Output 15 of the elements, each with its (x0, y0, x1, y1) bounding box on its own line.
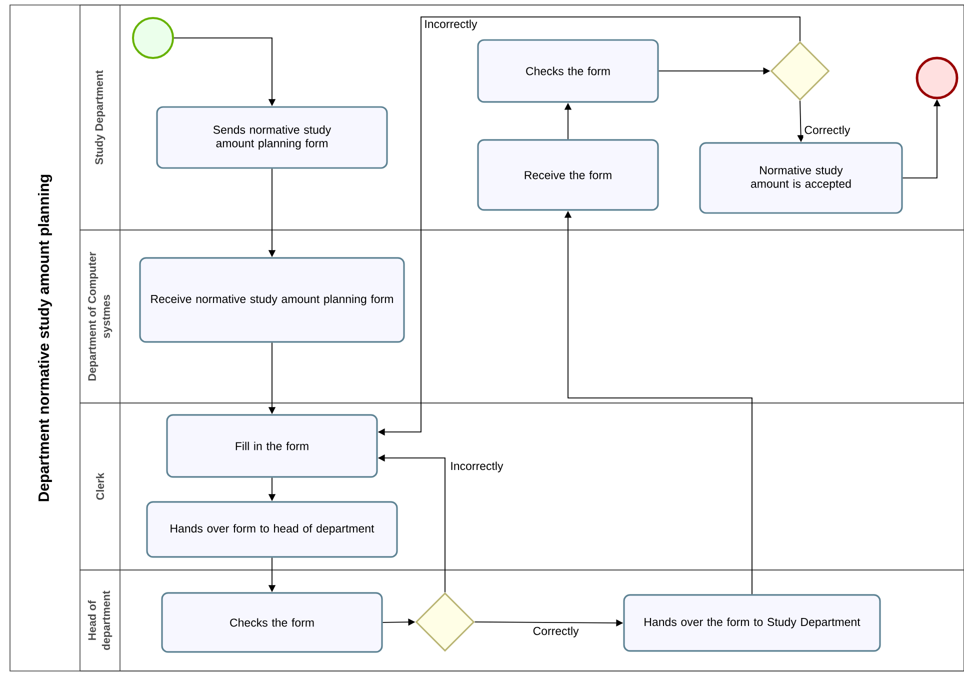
task-box: Checks the form (161, 592, 383, 653)
edge-label: Correctly (532, 626, 580, 638)
task-box: Receive normative study amount planning form (139, 257, 405, 343)
task-box: Sends normative study amount planning form (156, 106, 388, 169)
edge-label: Correctly (803, 124, 852, 138)
start-event-circle (132, 16, 174, 59)
task-box: Receive the form (477, 139, 659, 211)
end-event-circle (916, 56, 958, 100)
task-box: Normative study amount is accepted (699, 142, 903, 214)
edge-label: Incorrectly (423, 18, 478, 32)
task-box: Fill in the form (166, 414, 378, 478)
task-box: Hands over form to head of department (146, 501, 398, 558)
task-box: Checks the form (477, 39, 659, 103)
task-box: Hands over the form to Study Department (623, 594, 881, 652)
edge-label: Incorrectly (449, 460, 504, 474)
